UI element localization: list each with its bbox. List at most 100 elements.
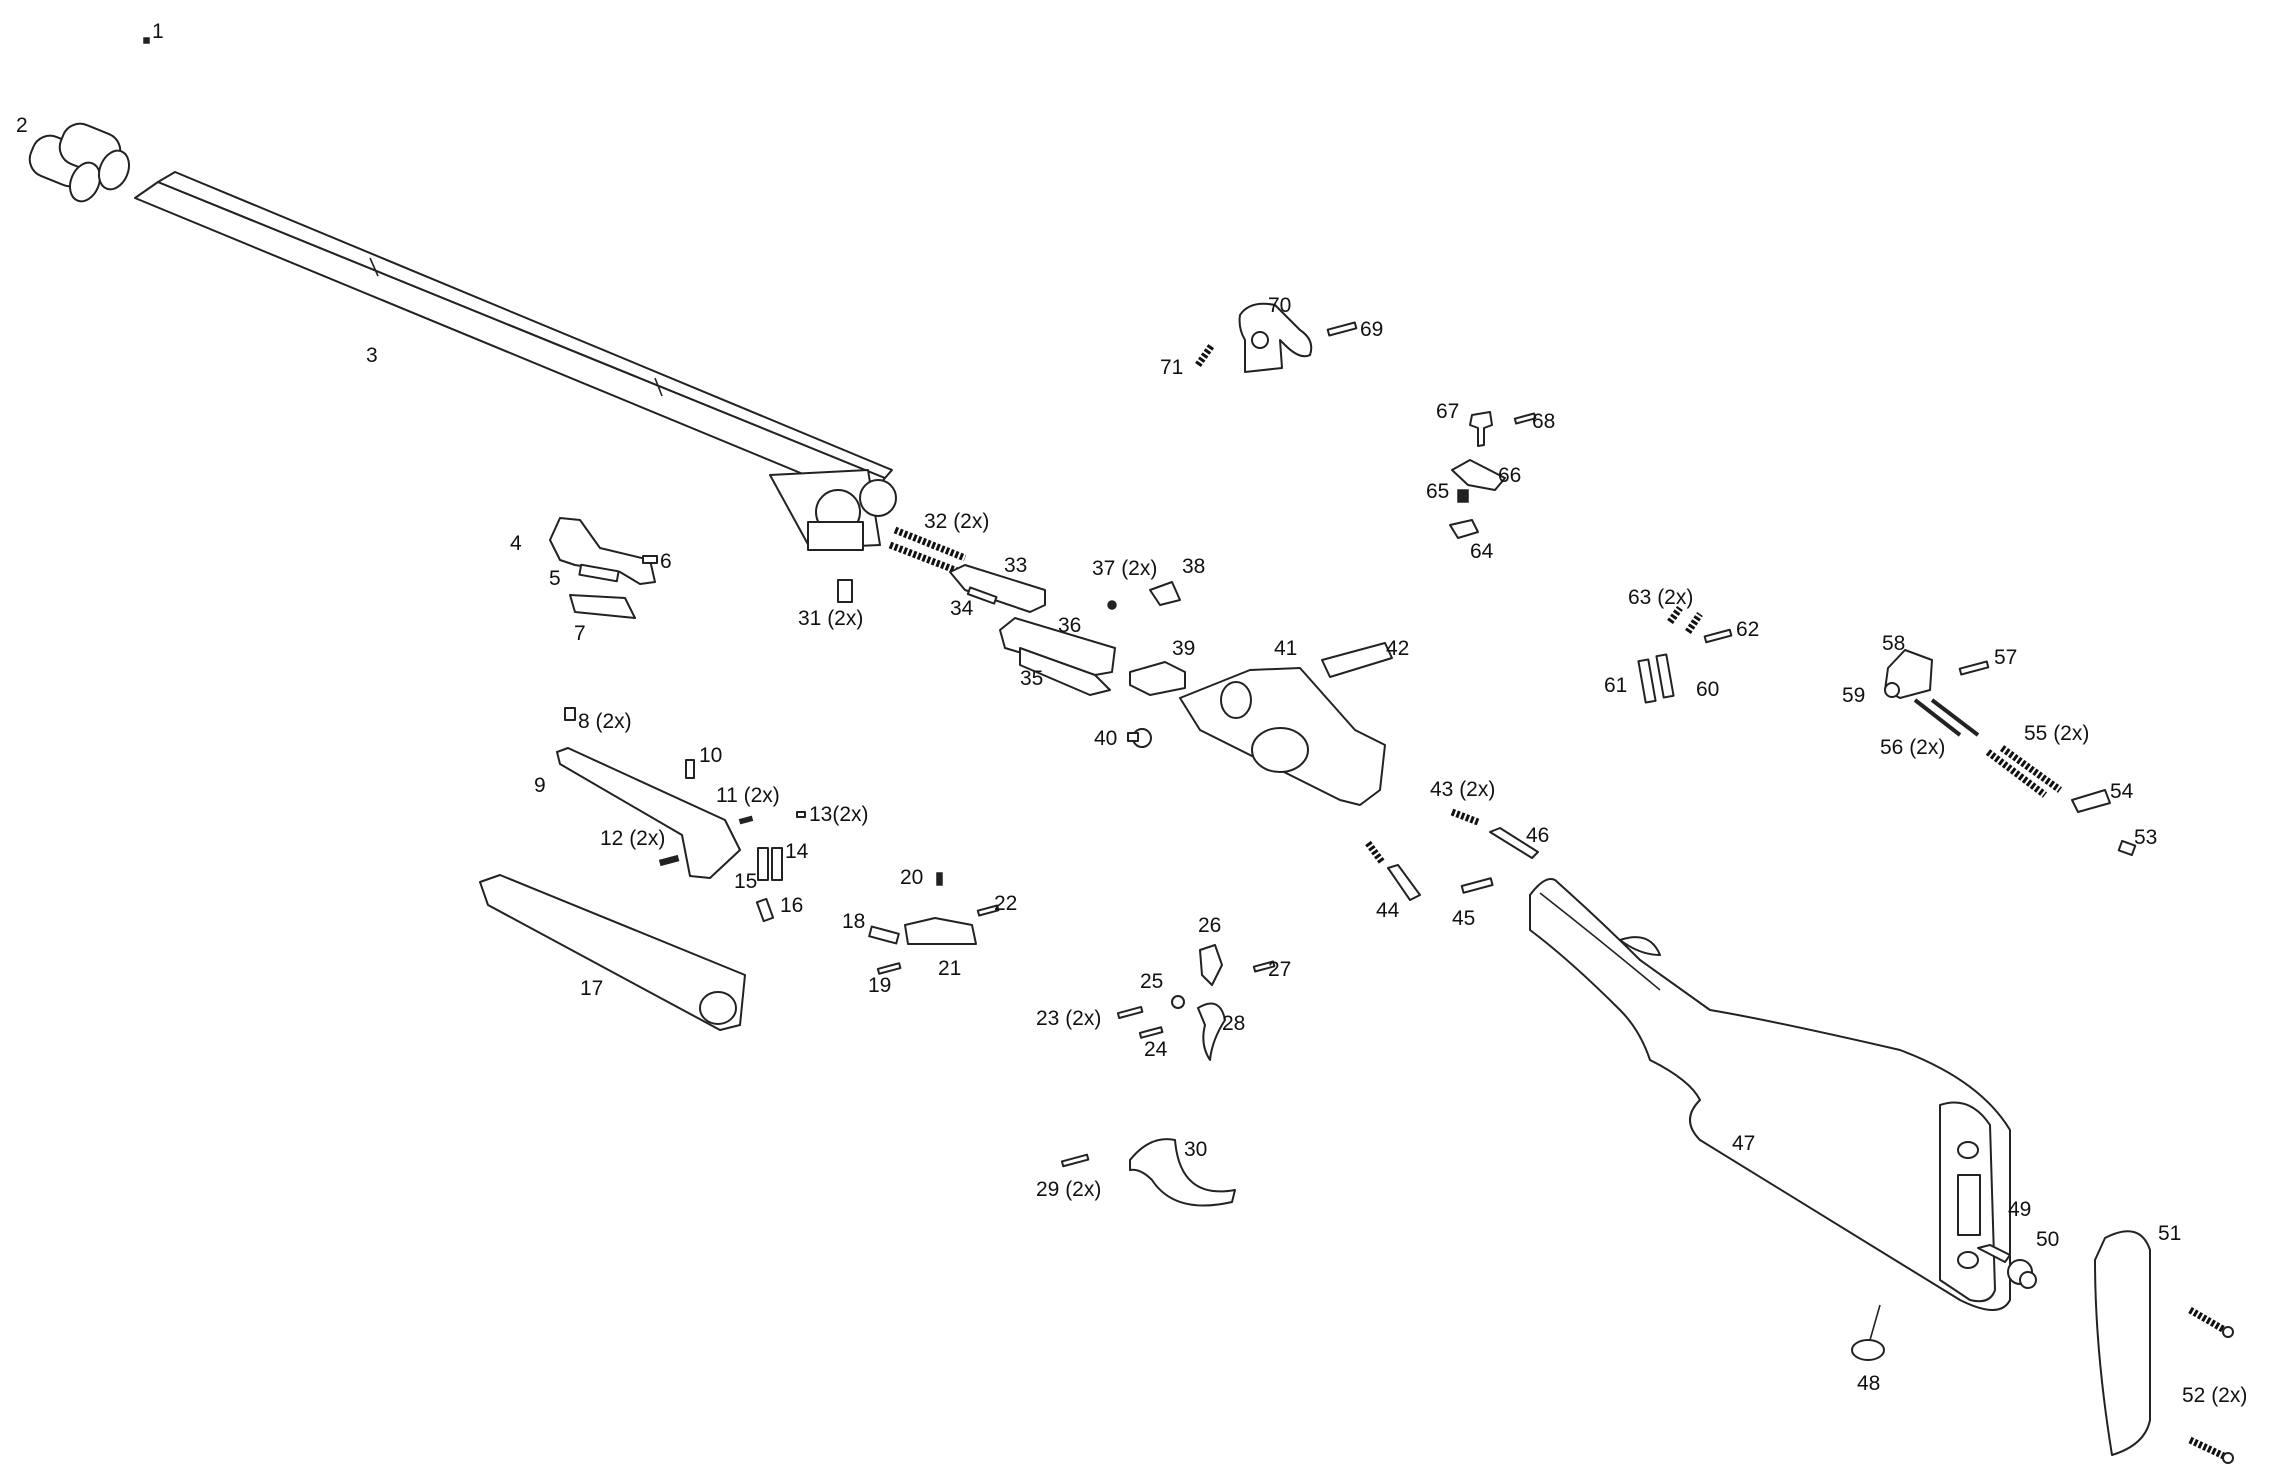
part-35-sear-assembly xyxy=(1019,647,1111,696)
callout-23: 23 (2x) xyxy=(1036,1007,1101,1030)
part-56-guide-rods xyxy=(1913,698,1980,737)
part-38-plunger xyxy=(1149,581,1181,606)
part-50-nut xyxy=(2007,1259,2037,1289)
callout-67: 67 xyxy=(1436,400,1459,423)
callout-62: 62 xyxy=(1736,618,1759,641)
part-41-receiver xyxy=(1179,667,1386,806)
callout-32: 32 (2x) xyxy=(924,510,989,533)
part-7-bar xyxy=(569,594,636,619)
part-10-screw xyxy=(685,759,695,779)
callout-14: 14 xyxy=(785,840,809,863)
part-51-recoil-pad xyxy=(2094,1230,2151,1456)
callout-46: 46 xyxy=(1526,824,1549,847)
part-54-plate xyxy=(2071,789,2111,813)
part-44-firing-pin xyxy=(1387,864,1421,901)
callout-39: 39 xyxy=(1172,637,1195,660)
part-30-trigger-guard xyxy=(1129,1138,1236,1207)
part-65-spring xyxy=(1457,489,1469,503)
part-23-pins xyxy=(1116,1005,1144,1020)
callout-48: 48 xyxy=(1857,1372,1880,1395)
callout-labels: 1 2 3 4 5 6 7 8 (2x) 9 10 11 (2x) 12 (2x… xyxy=(16,20,2247,1407)
callout-29: 29 (2x) xyxy=(1036,1178,1101,1201)
part-48-sling-swivel xyxy=(1851,1304,1885,1361)
callout-34: 34 xyxy=(950,597,974,620)
callout-18: 18 xyxy=(842,910,865,933)
part-64-plate xyxy=(1449,519,1479,539)
part-18-pin xyxy=(868,925,900,945)
part-14-link xyxy=(771,847,783,881)
callout-61: 61 xyxy=(1604,674,1627,697)
part-68-pin xyxy=(1513,412,1537,425)
part-44-spring xyxy=(1365,840,1385,865)
part-33-cocking-rod xyxy=(949,564,1046,613)
part-17-forend xyxy=(479,874,746,1031)
callout-63: 63 (2x) xyxy=(1628,586,1693,609)
part-32-springs xyxy=(888,526,967,576)
part-4-top-lever-assembly xyxy=(549,517,656,585)
callout-70: 70 xyxy=(1268,294,1291,317)
callout-59: 59 xyxy=(1842,684,1865,707)
part-15-link xyxy=(757,847,769,881)
callout-12: 12 (2x) xyxy=(600,827,665,850)
part-12-spring xyxy=(658,854,680,867)
callout-4: 4 xyxy=(510,532,522,555)
part-24-pin xyxy=(1138,1026,1164,1039)
callout-52: 52 (2x) xyxy=(2182,1384,2247,1407)
part-69-pin xyxy=(1326,321,1358,337)
callout-40: 40 xyxy=(1094,727,1117,750)
callout-53: 53 xyxy=(2134,826,2157,849)
part-46-rod xyxy=(1489,827,1539,859)
part-47-stock xyxy=(1529,878,2011,1311)
callout-41: 41 xyxy=(1274,637,1297,660)
callout-31: 31 (2x) xyxy=(798,607,863,630)
callout-55: 55 (2x) xyxy=(2024,722,2089,745)
part-5-plate xyxy=(578,563,620,583)
part-57-pin xyxy=(1958,660,1990,676)
callout-64: 64 xyxy=(1470,540,1494,563)
callout-35: 35 xyxy=(1020,667,1043,690)
callout-6: 6 xyxy=(660,550,672,573)
callout-33: 33 xyxy=(1004,554,1027,577)
callout-56: 56 (2x) xyxy=(1880,736,1945,759)
part-53-pin xyxy=(2117,839,2137,857)
callout-60: 60 xyxy=(1696,678,1719,701)
part-8-screws xyxy=(564,707,576,721)
part-62-pin xyxy=(1703,628,1733,644)
callout-54: 54 xyxy=(2110,780,2134,803)
part-43-springs xyxy=(1450,808,1480,826)
callout-17: 17 xyxy=(580,977,603,1000)
part-49-bolt xyxy=(1977,1244,2011,1263)
callout-47: 47 xyxy=(1732,1132,1755,1155)
callout-10: 10 xyxy=(699,744,722,767)
callout-19: 19 xyxy=(868,974,891,997)
callout-49: 49 xyxy=(2008,1198,2031,1221)
callout-1: 1 xyxy=(152,20,164,43)
callout-57: 57 xyxy=(1994,646,2017,669)
part-42-hinge-pin xyxy=(1321,642,1393,678)
part-52-screws xyxy=(2188,1306,2234,1464)
part-71-spring xyxy=(1195,342,1215,368)
part-59-pin xyxy=(1884,682,1900,698)
callout-27: 27 xyxy=(1268,958,1291,981)
callout-65: 65 xyxy=(1426,480,1449,503)
part-20-spring xyxy=(936,872,943,886)
part-63-springs xyxy=(1667,605,1703,634)
callout-42: 42 xyxy=(1386,637,1409,660)
callout-38: 38 xyxy=(1182,555,1205,578)
part-19-pin xyxy=(876,962,902,975)
part-25-spring xyxy=(1171,995,1185,1009)
callout-37: 37 (2x) xyxy=(1092,557,1157,580)
part-40-screw xyxy=(1127,728,1152,748)
part-29-pins xyxy=(1060,1153,1090,1168)
callout-25: 25 xyxy=(1140,970,1163,993)
callout-13: 13(2x) xyxy=(809,803,869,826)
callout-15: 15 xyxy=(734,870,757,893)
callout-58: 58 xyxy=(1882,632,1905,655)
part-36-slide xyxy=(999,617,1116,676)
callout-9: 9 xyxy=(534,774,546,797)
part-2-chokes xyxy=(28,122,130,203)
callout-36: 36 xyxy=(1058,614,1081,637)
part-22-pin xyxy=(976,904,1000,917)
callout-11: 11 (2x) xyxy=(716,784,780,807)
